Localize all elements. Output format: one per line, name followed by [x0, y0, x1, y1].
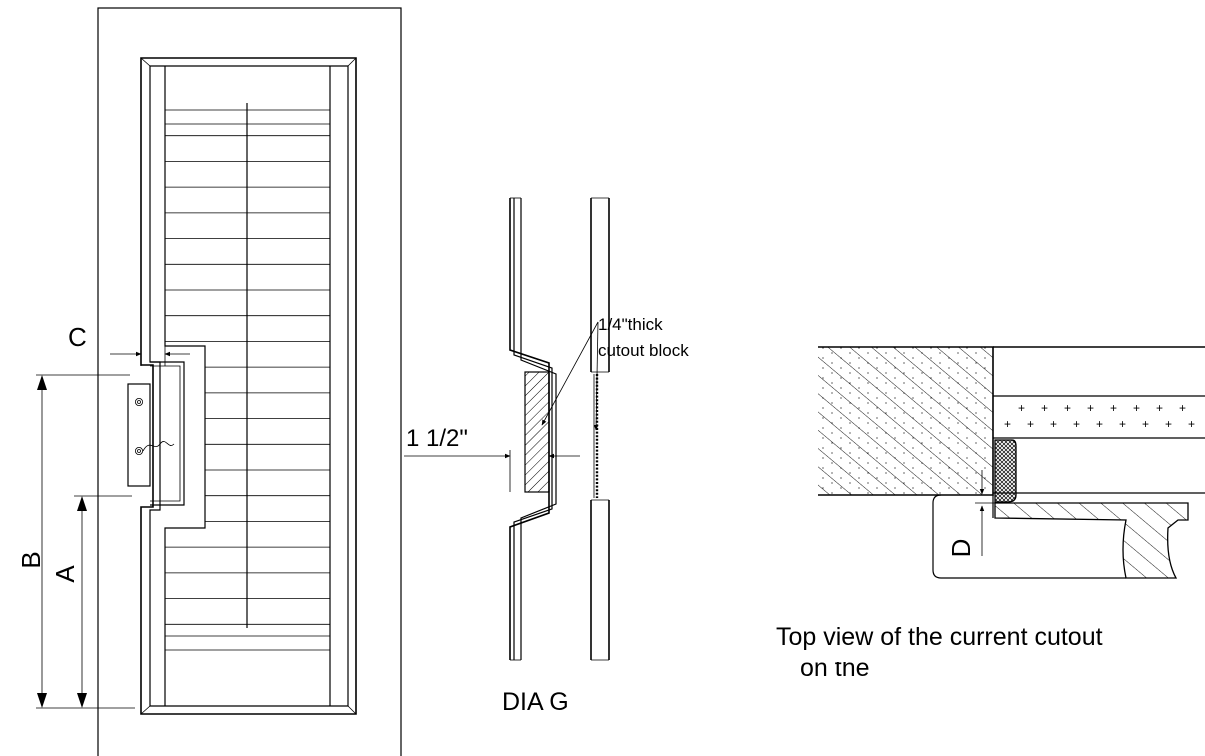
hook-icon — [142, 441, 175, 452]
latch-plate — [127, 383, 151, 487]
label-a: A — [50, 565, 80, 583]
top-view: +++++++++++++++++ D Top view of the curr… — [776, 346, 1205, 682]
shutter-elevation — [97, 7, 402, 756]
shutter-frame-outer — [140, 57, 357, 715]
glazing-layer: +++++++++++++++++ — [1004, 401, 1195, 431]
plus-marker: + — [1156, 401, 1163, 415]
plus-marker: + — [1119, 417, 1126, 431]
plus-marker: + — [1179, 401, 1186, 415]
plus-marker: + — [1133, 401, 1140, 415]
plus-marker: + — [1018, 401, 1025, 415]
label-block-thickness: 1/4"thick — [598, 315, 663, 334]
plus-marker: + — [1096, 417, 1103, 431]
plus-marker: + — [1165, 417, 1172, 431]
plus-marker: + — [1050, 417, 1057, 431]
plus-marker: + — [1188, 417, 1195, 431]
top-view-caption: Top view of the current cutout — [776, 623, 1103, 651]
label-offset: 1 1/2" — [406, 425, 468, 452]
plus-marker: + — [1073, 417, 1080, 431]
label-d: D — [946, 539, 976, 558]
top-view-caption-cont: on the — [800, 654, 870, 682]
label-b: B — [16, 551, 46, 568]
screw-icon — [134, 397, 143, 406]
stile-profile-inner — [520, 198, 557, 660]
cutout-block — [150, 361, 185, 506]
dimension-c: C — [68, 322, 190, 366]
cutout-block-section — [524, 371, 550, 493]
window-opening-outline — [97, 7, 402, 756]
plus-marker: + — [1142, 417, 1149, 431]
dimension-a: A — [50, 495, 132, 708]
plus-marker: + — [1041, 401, 1048, 415]
label-c: C — [68, 322, 87, 352]
label-block-name: cutout block — [598, 341, 689, 360]
frame-profile — [994, 502, 1189, 579]
plus-marker: + — [1064, 401, 1071, 415]
plus-marker: + — [1004, 417, 1011, 431]
cutout-block-plan — [994, 439, 1017, 503]
plus-marker: + — [1027, 417, 1034, 431]
screw-icon — [134, 446, 143, 455]
dimension-b: B — [16, 374, 135, 709]
plus-marker: + — [1110, 401, 1117, 415]
plus-marker: + — [1087, 401, 1094, 415]
section-dia-g: 1/4"thick cutout block 1 1/2" DIA G — [404, 197, 689, 716]
stile-left — [164, 66, 206, 706]
diagram-title: DIA G — [502, 688, 569, 716]
